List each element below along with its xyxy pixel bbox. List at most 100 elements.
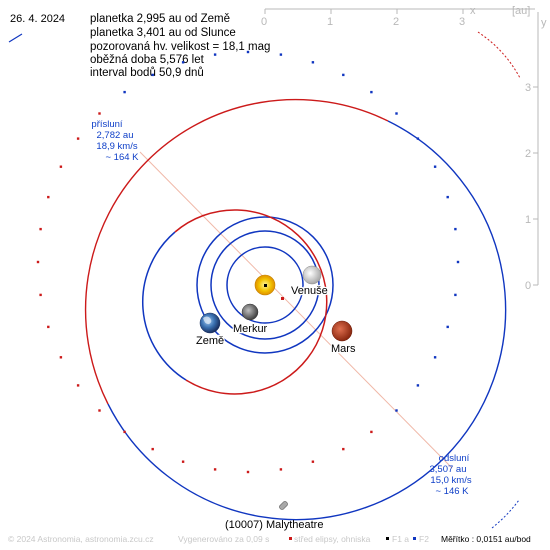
orbit-point xyxy=(395,409,398,412)
orbit-point xyxy=(454,293,457,297)
x-axis-label: x xyxy=(470,5,476,17)
apsis-line xyxy=(139,151,453,469)
orbit-point xyxy=(246,50,250,54)
date-label: 26. 4. 2024 xyxy=(10,13,65,25)
earth-label: Země xyxy=(196,335,224,347)
orbit-point xyxy=(59,165,63,168)
venus xyxy=(302,265,322,285)
info-period: oběžná doba 5,576 let xyxy=(90,54,205,66)
orbit-point xyxy=(47,325,50,329)
footer-scale: Měřítko : 0,0151 au/bod xyxy=(441,534,531,544)
footer-copyright: © 2024 Astronomia, astronomia.zcu.cz xyxy=(8,534,154,544)
asteroid-orbit-interval-points xyxy=(36,50,460,474)
legend-center-icon xyxy=(289,537,292,540)
orbit-point xyxy=(213,53,217,56)
orbit-point xyxy=(456,260,460,264)
aphelion-title: odsluní xyxy=(439,453,470,464)
perihelion-annotation: přísluní 2,782 au 18,9 km/s ~ 164 K xyxy=(91,119,139,163)
orbit-point xyxy=(151,447,154,451)
orbit-point xyxy=(370,430,373,434)
y-tick-label: 1 xyxy=(525,214,531,226)
y-tick-label: 0 xyxy=(525,280,531,292)
orbit-point xyxy=(395,112,398,115)
aphelion-temperature: ~ 146 K xyxy=(435,486,469,497)
x-tick-label: 2 xyxy=(393,16,399,28)
aphelion-distance: 3,507 au xyxy=(430,464,467,475)
orbit-point xyxy=(213,468,217,471)
orbit-point xyxy=(370,90,373,94)
orbit-point xyxy=(39,293,42,297)
orbit-point xyxy=(59,356,63,359)
y-axis: 3 2 1 0 y xyxy=(525,12,547,292)
orbit-point xyxy=(433,165,437,168)
perihelion-temperature: ~ 164 K xyxy=(105,152,139,163)
orbit-point xyxy=(36,260,40,264)
orbit-point xyxy=(433,356,437,359)
outer-orbit-fragment-top xyxy=(477,31,521,79)
orbit-point xyxy=(342,447,345,451)
mars-label: Mars xyxy=(331,343,356,355)
info-interval: interval bodů 50,9 dnů xyxy=(90,67,204,79)
orbit-point xyxy=(76,137,80,140)
asteroid-label: (10007) Malytheatre xyxy=(225,519,323,531)
orbit-point xyxy=(311,61,315,64)
orbit-point xyxy=(181,460,185,463)
axis-unit-label: [au] xyxy=(512,5,530,17)
orbit-point xyxy=(39,227,42,231)
footer-legend-f1: F1 a xyxy=(392,534,409,544)
info-distance-sun: planetka 3,401 au od Slunce xyxy=(90,27,236,39)
orbit-direction-icon xyxy=(8,33,23,43)
orbit-point xyxy=(454,227,457,231)
orbit-point xyxy=(311,460,315,463)
ellipse-center-marker xyxy=(281,297,284,300)
footer-legend-f2: F2 xyxy=(419,534,429,544)
footer-generated: Vygenerováno za 0,09 s xyxy=(178,534,269,544)
orbit-point xyxy=(123,430,126,434)
mars xyxy=(331,320,353,342)
x-tick-label: 0 xyxy=(261,16,267,28)
asteroid-orbit-above xyxy=(84,98,389,405)
mars-orbit-above xyxy=(174,209,328,395)
orbit-point xyxy=(416,137,420,140)
y-tick-label: 2 xyxy=(525,148,531,160)
orbit-point xyxy=(246,470,250,474)
footer: © 2024 Astronomia, astronomia.zcu.cz Vyg… xyxy=(8,534,531,544)
outer-orbit-fragment-bottom xyxy=(491,499,520,529)
perihelion-distance: 2,782 au xyxy=(97,130,134,141)
mercury-orbit xyxy=(226,246,304,324)
mars-orbit-below xyxy=(141,231,187,381)
orbit-point xyxy=(446,195,449,199)
earth-orbit xyxy=(196,216,334,354)
orbit-point xyxy=(279,53,283,56)
orbit-point xyxy=(446,325,449,329)
orbit-point xyxy=(279,468,283,471)
perihelion-speed: 18,9 km/s xyxy=(96,141,137,152)
orbit-point xyxy=(181,61,185,64)
info-distance-earth: planetka 2,995 au od Země xyxy=(90,13,230,25)
asteroid-icon xyxy=(279,501,288,510)
info-block: planetka 2,995 au od Země planetka 3,401… xyxy=(90,13,270,79)
legend-f2-icon xyxy=(413,537,416,540)
mercury-label: Merkur xyxy=(233,323,268,335)
info-magnitude: pozorovaná hv. velikost = 18,1 mag xyxy=(90,41,270,53)
y-tick-label: 3 xyxy=(525,82,531,94)
y-axis-label: y xyxy=(541,17,547,29)
earth xyxy=(199,312,221,334)
x-axis: 0 1 2 3 x [au] xyxy=(261,5,535,28)
footer-legend-center: střed elipsy, ohniska xyxy=(294,534,371,544)
x-tick-label: 3 xyxy=(459,16,465,28)
aphelion-speed: 15,0 km/s xyxy=(430,475,471,486)
orbit-point xyxy=(151,73,154,77)
sun xyxy=(254,274,276,296)
venus-label: Venuše xyxy=(291,285,328,297)
x-tick-label: 1 xyxy=(327,16,333,28)
orbit-point xyxy=(416,384,420,387)
orbit-point xyxy=(123,90,126,94)
mercury xyxy=(241,303,259,321)
orbit-point xyxy=(47,195,50,199)
orbit-point xyxy=(98,409,101,412)
orbit-point xyxy=(98,112,101,115)
orbit-point xyxy=(76,384,80,387)
